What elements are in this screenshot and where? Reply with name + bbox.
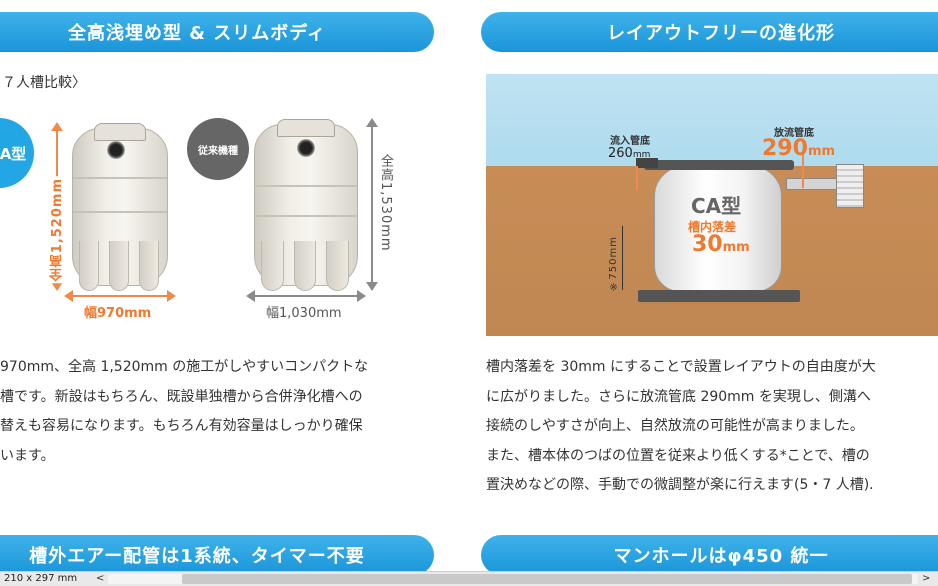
- drop-unit: mm: [722, 240, 750, 255]
- text-line: 槽です。新設はもちろん、既設単独槽から合併浄化槽への: [0, 388, 363, 405]
- text-line: 置決めなどの際、手動での微調整が楽に行えます(5・7 人槽).: [486, 477, 874, 493]
- tank-flange: [644, 160, 794, 170]
- text-line: 接続のしやすさが向上、自然放流の可能性が高まりました。: [486, 418, 864, 434]
- ca-tank-image: [72, 123, 168, 291]
- inlet-value: 260: [608, 146, 633, 161]
- tank-lid: [93, 123, 147, 141]
- outlet-depth-arrow-icon: [802, 152, 804, 188]
- arrow-right-icon: [357, 290, 366, 302]
- ca-model-badge: A型: [0, 118, 34, 188]
- tank-port-icon: [297, 139, 315, 157]
- outlet-label: 放流管底: [774, 128, 814, 139]
- drop-value: 30: [692, 232, 723, 257]
- scroll-right-button[interactable]: >: [922, 573, 931, 584]
- section-banner-manhole: マンホールはφ450 統一: [481, 535, 938, 575]
- old-badge-label: 従来機種: [198, 145, 238, 157]
- side-note-line: [622, 226, 623, 290]
- old-height-line: [371, 124, 373, 286]
- diagram-tank: [654, 166, 782, 292]
- viewer-status-bar: 210 x 297 mm < >: [0, 571, 938, 586]
- page-size-label: 210 x 297 mm: [4, 573, 78, 584]
- drop-label: 槽内落差: [688, 220, 737, 234]
- tank-base: [638, 290, 800, 302]
- layout-description: 槽内落差を 30mm にすることで設置レイアウトの自由度が大 に広がりました。さ…: [486, 353, 938, 501]
- text-line: 替えも容易になります。もちろん有効容量はしっかり確保: [0, 418, 363, 434]
- ca-width-line: [70, 295, 170, 297]
- old-width-line: [252, 295, 360, 297]
- inlet-label: 流入管底: [610, 136, 650, 147]
- tank-rib: [73, 211, 167, 213]
- banner-text: レイアウトフリーの進化形: [607, 23, 835, 44]
- tank-model-label: CA型: [691, 194, 742, 218]
- section-banner-compact: 全高浅埋め型 & スリムボディ: [0, 12, 434, 52]
- inlet-value-block: 260mm: [608, 146, 650, 161]
- inlet-pipe: [636, 158, 658, 168]
- comparison-note: ７人槽比較〉: [2, 75, 86, 91]
- tank-leg: [108, 241, 130, 291]
- arrow-up-icon: [51, 122, 63, 131]
- tank-rib: [255, 215, 357, 217]
- tank-leg: [78, 241, 100, 291]
- arrow-left-icon: [246, 290, 255, 302]
- ca-height-label: 全高1,520mm: [48, 176, 67, 284]
- old-width-label: 幅1,030mm: [266, 306, 342, 321]
- outlet-box: [836, 164, 864, 208]
- inlet-depth-arrow-icon: [636, 166, 638, 190]
- tank-port-icon: [107, 141, 125, 159]
- tank-lid: [277, 119, 335, 137]
- outlet-value-block: 290mm: [762, 136, 835, 161]
- arrow-right-icon: [167, 290, 176, 302]
- old-tank-image: [254, 119, 358, 291]
- horizontal-scroll-thumb[interactable]: [182, 574, 912, 584]
- tank-rib: [255, 185, 357, 187]
- tank-leg: [261, 241, 284, 291]
- banner-text: マンホールはφ450 統一: [613, 546, 829, 567]
- section-banner-air-piping: 槽外エアー配管は1系統、タイマー不要: [0, 535, 434, 575]
- banner-text: 全高浅埋め型 & スリムボディ: [68, 23, 326, 44]
- ca-badge-label: A型: [0, 144, 27, 163]
- inlet-unit: mm: [632, 150, 651, 160]
- tank-rib: [73, 177, 167, 179]
- banner-text: 槽外エアー配管は1系統、タイマー不要: [29, 546, 365, 567]
- text-line: います。: [0, 447, 55, 464]
- outlet-value: 290: [762, 136, 808, 161]
- arrow-up-icon: [366, 118, 378, 127]
- sky-area: [486, 74, 938, 166]
- drop-value-block: 30mm: [692, 232, 750, 257]
- tank-leg: [138, 241, 160, 291]
- tank-leg: [326, 241, 349, 291]
- section-banner-layout: レイアウトフリーの進化形: [481, 12, 938, 52]
- installation-diagram: 流入管底 260mm 放流管底 290mm CA型 槽内落差 30mm ※750…: [486, 74, 938, 336]
- ca-width-label: 幅970mm: [84, 306, 152, 321]
- tank-leg: [293, 241, 317, 291]
- arrow-left-icon: [64, 290, 73, 302]
- old-height-label: 全高1,530mm: [376, 152, 395, 254]
- scroll-left-button[interactable]: <: [96, 573, 105, 584]
- compact-description: 970mm、全高 1,520mm の施工がしやすいコンパクトな 槽です。新設はも…: [0, 353, 440, 471]
- outlet-unit: mm: [807, 144, 836, 159]
- text-line: 槽内落差を 30mm にすることで設置レイアウトの自由度が大: [486, 359, 876, 375]
- arrow-down-icon: [366, 282, 378, 291]
- old-model-badge: 従来機種: [187, 118, 249, 180]
- text-line: に広がりました。さらに放流管底 290mm を実現し、側溝へ: [486, 388, 871, 405]
- text-line: 970mm、全高 1,520mm の施工がしやすいコンパクトな: [0, 359, 369, 375]
- side-note: ※750mm: [608, 236, 619, 292]
- text-line: また、槽本体のつばの位置を従来より低くする*ことで、槽の: [486, 447, 870, 464]
- arrow-down-icon: [51, 282, 63, 291]
